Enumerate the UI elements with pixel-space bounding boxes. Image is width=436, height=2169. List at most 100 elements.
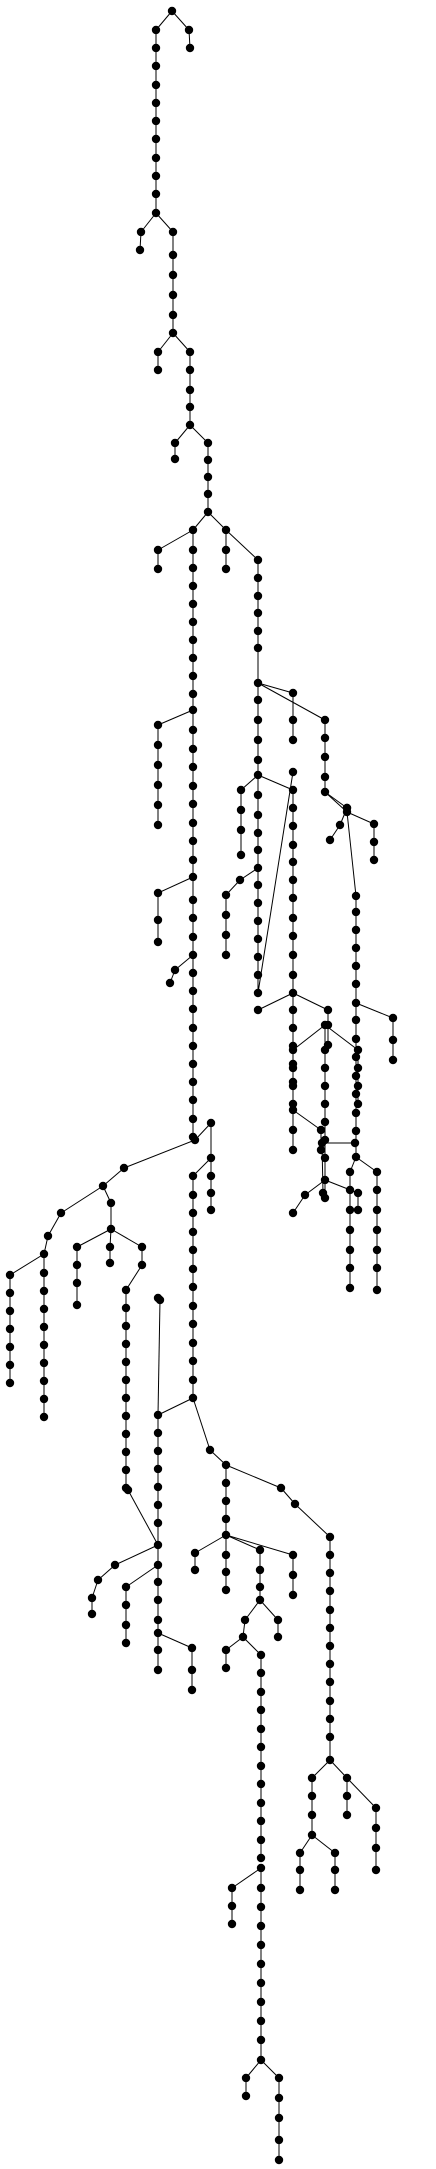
tree-edge xyxy=(123,1139,196,1169)
tree-node xyxy=(153,1645,163,1655)
tree-node xyxy=(153,1560,163,1570)
tree-node xyxy=(351,1015,361,1025)
tree-node xyxy=(351,1126,361,1136)
tree-node xyxy=(119,1163,129,1173)
tree-node xyxy=(320,787,330,797)
tree-node xyxy=(371,1823,381,1833)
tree-node xyxy=(256,1687,266,1697)
tree-node xyxy=(227,1919,237,1929)
tree-node xyxy=(121,1638,131,1648)
tree-node xyxy=(372,1245,382,1255)
tree-node xyxy=(330,1885,340,1895)
tree-node xyxy=(316,1125,326,1135)
tree-node xyxy=(253,735,263,745)
tree-node xyxy=(288,688,298,698)
tree-node xyxy=(105,1242,115,1252)
tree-node xyxy=(221,1567,231,1577)
tree-node xyxy=(151,134,161,144)
tree-node xyxy=(351,979,361,989)
tree-node xyxy=(288,1208,298,1218)
tree-edge xyxy=(125,1264,143,1291)
tree-node xyxy=(236,850,246,860)
tree-node xyxy=(121,1429,131,1439)
tree-node xyxy=(256,1959,266,1969)
tree-node xyxy=(39,1304,49,1314)
tree-node xyxy=(39,1358,49,1368)
tree-node xyxy=(188,635,198,645)
tree-node xyxy=(188,913,198,923)
tree-node xyxy=(203,438,213,448)
tree-edge xyxy=(311,1759,331,1779)
tree-node xyxy=(288,715,298,725)
tree-node xyxy=(185,43,195,53)
tree-node xyxy=(221,545,231,555)
tree-node xyxy=(190,1565,200,1575)
tree-node xyxy=(39,1394,49,1404)
tree-node xyxy=(72,1278,82,1288)
tree-node xyxy=(330,1848,340,1858)
tree-node xyxy=(121,1582,131,1592)
tree-node xyxy=(273,1632,283,1642)
tree-node xyxy=(295,1885,305,1895)
tree-node xyxy=(288,950,298,960)
tree-node xyxy=(330,1865,340,1875)
tree-edge xyxy=(294,1503,331,1538)
tree-edge xyxy=(225,1534,261,1551)
tree-node xyxy=(256,1863,266,1873)
tree-node xyxy=(221,950,231,960)
tree-node xyxy=(320,1081,330,1091)
tree-node xyxy=(188,1077,198,1087)
tree-node xyxy=(185,402,195,412)
tree-node xyxy=(105,1258,115,1268)
tree-node xyxy=(227,1883,237,1893)
tree-node xyxy=(221,525,231,535)
tree-node xyxy=(121,1393,131,1403)
tree-node xyxy=(188,1227,198,1237)
tree-node xyxy=(188,818,198,828)
tree-node xyxy=(372,1167,382,1177)
tree-node xyxy=(153,888,163,898)
tree-edge xyxy=(257,682,294,694)
tree-node xyxy=(153,1446,163,1456)
tree-node xyxy=(288,821,298,831)
tree-node xyxy=(345,1263,355,1273)
tree-node xyxy=(221,890,231,900)
tree-node xyxy=(351,1108,361,1118)
tree-node xyxy=(288,1145,298,1155)
tree-node xyxy=(121,1411,131,1421)
tree-edge xyxy=(207,511,227,531)
tree-node xyxy=(351,1089,361,1099)
tree-node xyxy=(221,1460,231,1470)
tree-node xyxy=(320,1175,330,1185)
tree-node xyxy=(369,855,379,865)
tree-node xyxy=(168,290,178,300)
tree-node xyxy=(221,1530,231,1540)
tree-node xyxy=(342,1791,352,1801)
tree-node xyxy=(188,725,198,735)
tree-node xyxy=(255,1565,265,1575)
tree-node xyxy=(153,1518,163,1528)
tree-node xyxy=(295,1865,305,1875)
tree-node xyxy=(325,1659,335,1669)
tree-node xyxy=(345,1167,355,1177)
tree-node xyxy=(5,1360,15,1370)
tree-node xyxy=(253,828,263,838)
tree-node xyxy=(188,525,198,535)
tree-node xyxy=(151,61,161,71)
tree-node xyxy=(188,1095,198,1105)
tree-node xyxy=(353,1063,363,1073)
tree-edge xyxy=(127,1489,159,1546)
tree-node xyxy=(256,1798,266,1808)
tree-node xyxy=(256,1921,266,1931)
tree-node xyxy=(320,733,330,743)
tree-node xyxy=(221,1663,231,1673)
tree-node xyxy=(236,785,246,795)
tree-node xyxy=(221,930,231,940)
tree-node xyxy=(253,626,263,636)
tree-node xyxy=(98,1181,108,1191)
tree-node xyxy=(320,1063,330,1073)
tree-node xyxy=(288,931,298,941)
tree-node xyxy=(371,1865,381,1875)
tree-edge xyxy=(157,529,194,551)
tree-node xyxy=(288,840,298,850)
